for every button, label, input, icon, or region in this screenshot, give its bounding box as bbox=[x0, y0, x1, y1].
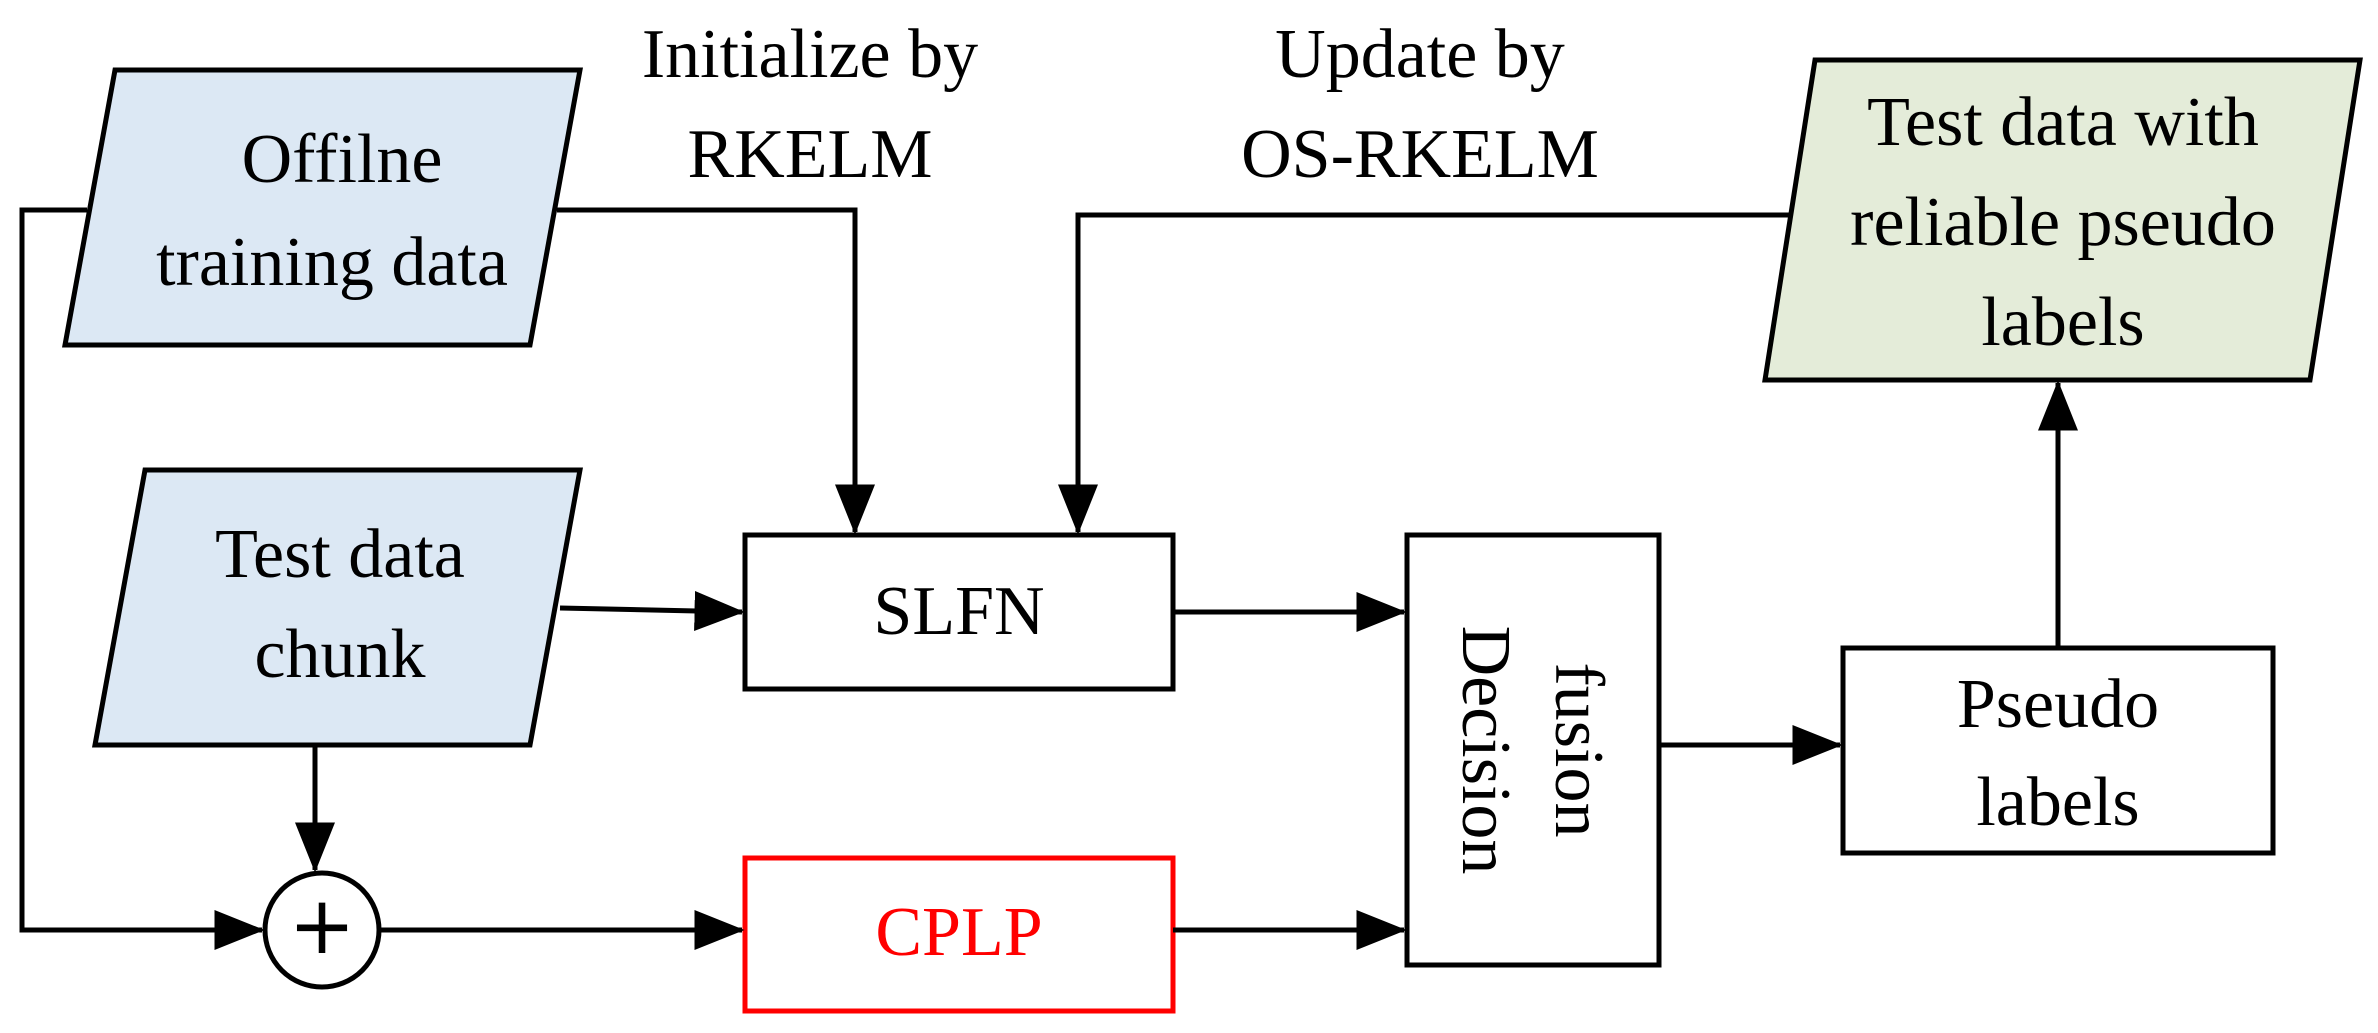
init-arrow bbox=[557, 207, 875, 535]
reliable-pseudo-labels-shape bbox=[1762, 57, 2363, 383]
reliable-line3: labels bbox=[1981, 284, 2145, 361]
update-annotation-line1: Update by bbox=[1275, 16, 1565, 93]
pseudo-labels-box bbox=[1840, 645, 2276, 856]
offline-data-line1: Offilne bbox=[241, 121, 443, 198]
test-chunk-line2: chunk bbox=[254, 616, 426, 693]
update-annotation-line2: OS-RKELM bbox=[1241, 116, 1599, 193]
offline-to-sum-arrow bbox=[19, 207, 265, 950]
offline-training-data-shape bbox=[62, 67, 583, 348]
init-annotation-line2: RKELM bbox=[687, 116, 933, 193]
slfn-label: SLFN bbox=[873, 573, 1045, 650]
update-arrow bbox=[1058, 212, 1790, 535]
cplp-label: CPLP bbox=[875, 894, 1043, 971]
init-annotation-line1: Initialize by bbox=[641, 16, 979, 93]
pseudo-labels-line2: labels bbox=[1976, 764, 2140, 841]
reliable-line1: Test data with bbox=[1867, 84, 2259, 161]
pseudo-labels-line1: Pseudo bbox=[1956, 666, 2160, 743]
offline-data-line2: training data bbox=[156, 224, 508, 301]
test-chunk-line1: Test data bbox=[215, 516, 465, 593]
test-data-chunk-shape bbox=[92, 467, 583, 748]
slfn-box bbox=[742, 532, 1176, 692]
decision-fusion-line1: Decision bbox=[1447, 625, 1524, 875]
decision-fusion-box bbox=[1404, 532, 1662, 968]
reliable-line2: reliable pseudo bbox=[1850, 184, 2276, 261]
decision-fusion-line2: fusion bbox=[1540, 662, 1617, 838]
cplp-box bbox=[742, 855, 1176, 1014]
plus-symbol: + bbox=[288, 879, 356, 972]
chunk-to-slfn-arrow bbox=[559, 590, 745, 631]
connectors bbox=[19, 207, 2078, 950]
